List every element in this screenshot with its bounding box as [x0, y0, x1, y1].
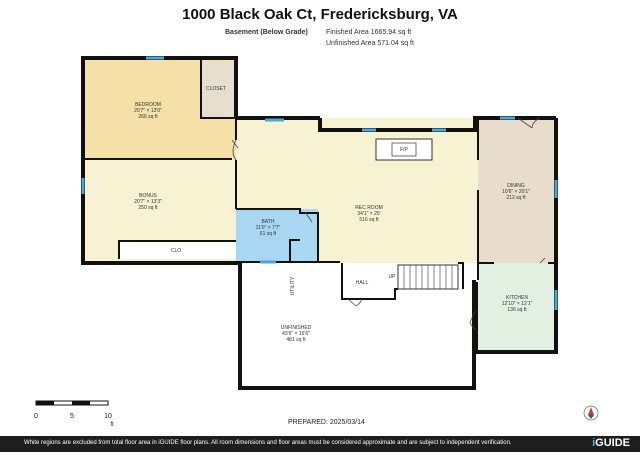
windows [81, 56, 558, 310]
prepared-date: PREPARED: 2025/03/14 [288, 419, 365, 426]
bath-dims: 11'0" × 7'7" [256, 225, 281, 231]
scale-bar [35, 400, 109, 406]
bath-area: 61 sq ft [260, 231, 277, 237]
scale-unit: ft [110, 422, 114, 428]
kitchen-area: 136 sq ft [507, 307, 527, 313]
iguide-logo: iGUIDE [592, 437, 630, 449]
dining-fill [478, 118, 556, 263]
scale-label-0: 0 [34, 413, 38, 420]
kitchen-label: KITCHEN [506, 295, 528, 301]
bonus-dims: 20'7" × 13'3" [134, 199, 162, 205]
unfinished-dims: 43'6" × 16'6" [282, 331, 310, 337]
level-label: Basement (Below Grade) [225, 29, 308, 36]
rec-room-area: 516 sq ft [359, 217, 379, 223]
scale-label-10: 10 [104, 413, 112, 420]
bath-fill [236, 209, 318, 262]
scale-label-5: 5 [70, 413, 74, 420]
floor-plan: BEDROOM 20'7" × 13'0" 266 sq ft CLOSET B… [34, 56, 599, 428]
clo-fill [119, 241, 236, 259]
closet-label: CLOSET [206, 86, 226, 92]
finished-area: Finished Area 1665.94 sq ft [326, 29, 412, 36]
rec-room-dims: 34'1" × 25' [357, 211, 380, 217]
up-label: UP [389, 274, 397, 280]
unfinished-label: UNFINISHED [281, 325, 312, 331]
compass-icon [583, 405, 599, 421]
closet-fill [201, 62, 234, 118]
bath-label: BATH [262, 219, 275, 225]
kitchen-dims: 12'10" × 12'1" [502, 301, 533, 307]
brand-prefix: i [592, 437, 596, 449]
footer-disclaimer: White regions are excluded from total fl… [24, 440, 512, 446]
bedroom-label: BEDROOM [135, 102, 161, 108]
dining-label: DINING [507, 183, 525, 189]
footer-bar [0, 436, 640, 452]
doors [231, 117, 546, 331]
unfinished-area: Unfinished Area 571.04 sq ft [326, 40, 414, 47]
fireplace-hearth [391, 142, 417, 157]
page-title: 1000 Black Oak Ct, Fredericksburg, VA [182, 6, 458, 23]
utility-fill [290, 263, 340, 303]
bonus-area: 250 sq ft [138, 205, 158, 211]
brand-rest: GUIDE [595, 437, 630, 449]
fireplace-label: F/P [400, 147, 408, 153]
bedroom-dims: 20'7" × 13'0" [134, 108, 162, 114]
dining-area: 212 sq ft [506, 195, 526, 201]
rec-room-label: REC ROOM [355, 205, 383, 211]
utility-label: UTILITY [290, 276, 296, 295]
exterior-walls [81, 56, 558, 390]
dining-dims: 10'6" × 20'1" [502, 189, 530, 195]
interior-walls [85, 60, 556, 300]
hall-label: HALL [356, 280, 369, 286]
bonus-label: BONUS [139, 193, 157, 199]
bedroom-area: 266 sq ft [138, 114, 158, 120]
clo-label: CLO [171, 248, 181, 254]
unfinished-area: 481 sq ft [286, 337, 306, 343]
stairs [397, 264, 459, 290]
kitchen-fill [478, 263, 556, 350]
